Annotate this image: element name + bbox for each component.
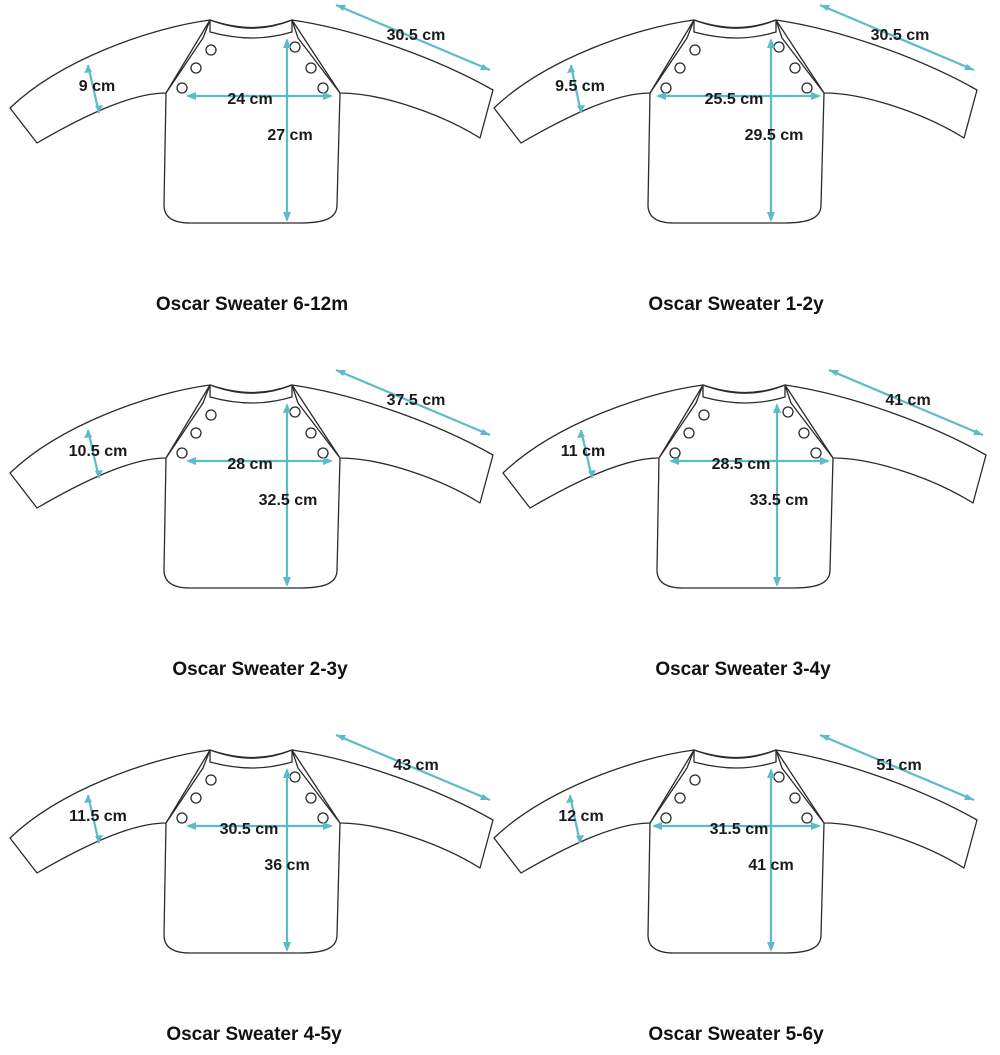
sleeve-length-label: 41 cm xyxy=(885,392,930,409)
chest-width-label: 25.5 cm xyxy=(705,91,764,108)
sweater-title: Oscar Sweater 2-3y xyxy=(172,659,348,680)
sweater-panel: 30.5 cm 9 cm 24 cm 27 cm Oscar Sweater 6… xyxy=(9,3,494,315)
sleeve-width-label: 12 cm xyxy=(558,808,603,825)
body-length-label: 41 cm xyxy=(748,857,793,874)
sweater-outline xyxy=(502,384,987,589)
sweater-title: Oscar Sweater 5-6y xyxy=(648,1024,824,1045)
sweater-outline xyxy=(9,19,494,224)
sleeve-length-label: 51 cm xyxy=(876,757,921,774)
sweater-outline xyxy=(9,749,494,954)
sleeve-length-label: 30.5 cm xyxy=(387,27,446,44)
sweater-panel: 51 cm 12 cm 31.5 cm 41 cm Oscar Sweater … xyxy=(493,733,978,1045)
sleeve-width-label: 9.5 cm xyxy=(555,78,605,95)
sweater-panel: 37.5 cm 10.5 cm 28 cm 32.5 cm Oscar Swea… xyxy=(9,368,494,680)
sleeve-length-label: 37.5 cm xyxy=(387,392,446,409)
sleeve-width-label: 11.5 cm xyxy=(69,808,127,825)
sweater-outline xyxy=(493,749,978,954)
chest-width-label: 31.5 cm xyxy=(710,821,769,838)
sweater-title: Oscar Sweater 1-2y xyxy=(648,294,824,315)
sleeve-width-label: 9 cm xyxy=(79,78,115,95)
sleeve-length-label: 30.5 cm xyxy=(871,27,930,44)
sweater-title: Oscar Sweater 4-5y xyxy=(166,1024,342,1045)
sweater-panel: 43 cm 11.5 cm 30.5 cm 36 cm Oscar Sweate… xyxy=(9,733,494,1045)
body-length-label: 32.5 cm xyxy=(259,492,318,509)
chest-width-label: 30.5 cm xyxy=(220,821,279,838)
body-length-label: 36 cm xyxy=(264,857,309,874)
sweater-title: Oscar Sweater 3-4y xyxy=(655,659,831,680)
sweater-outline xyxy=(493,19,978,224)
sweater-outline xyxy=(9,384,494,589)
chest-width-label: 28 cm xyxy=(227,456,272,473)
sweater-title: Oscar Sweater 6-12m xyxy=(156,294,348,315)
body-length-label: 27 cm xyxy=(267,127,312,144)
body-length-label: 33.5 cm xyxy=(750,492,809,509)
sweater-panel: 30.5 cm 9.5 cm 25.5 cm 29.5 cm Oscar Swe… xyxy=(493,3,978,315)
sleeve-length-label: 43 cm xyxy=(393,757,438,774)
chest-width-label: 28.5 cm xyxy=(712,456,771,473)
chest-width-label: 24 cm xyxy=(227,91,272,108)
sleeve-width-label: 11 cm xyxy=(561,443,605,460)
body-length-label: 29.5 cm xyxy=(745,127,804,144)
sweater-panel: 41 cm 11 cm 28.5 cm 33.5 cm Oscar Sweate… xyxy=(502,368,987,680)
sleeve-width-label: 10.5 cm xyxy=(69,443,128,460)
